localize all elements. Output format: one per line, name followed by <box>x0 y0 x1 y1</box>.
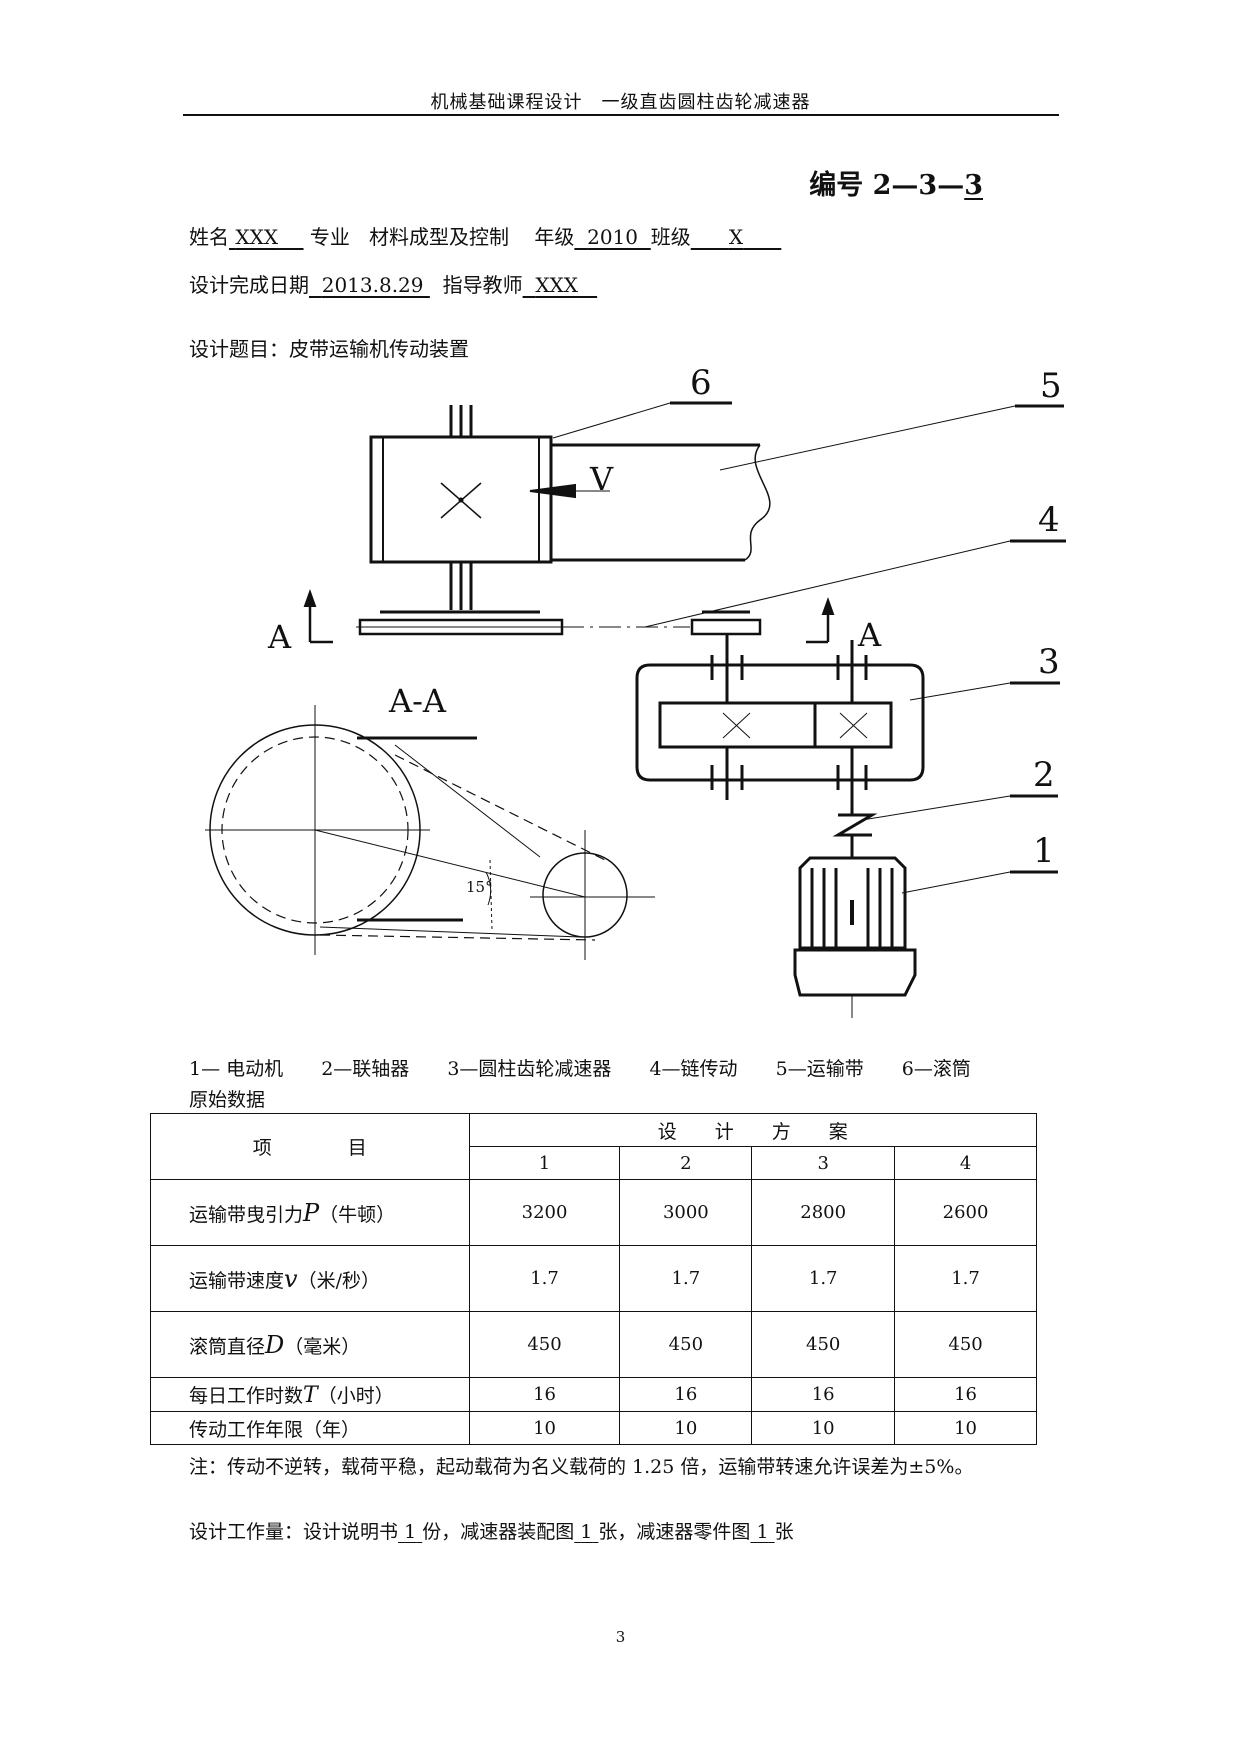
grade-value: 2010 <box>587 225 639 249</box>
topic-value: 皮带运输机传动装置 <box>289 337 469 361</box>
topic-line: 设计题目：皮带运输机传动装置 <box>189 333 469 362</box>
page-number: 3 <box>615 1628 626 1646</box>
name-value: XXX <box>235 225 279 249</box>
section-title: A-A <box>388 682 447 720</box>
velocity-label: V <box>589 460 614 498</box>
callout-5: 5 <box>1040 366 1062 406</box>
plan-header: 设 计 方 案 <box>468 1113 1038 1147</box>
callout-1: 1 <box>1033 831 1055 871</box>
legend-item: 6—滚筒 <box>901 1058 971 1080</box>
plan-number: 1 <box>468 1146 621 1180</box>
section-mark-right: A <box>857 616 882 654</box>
callout-2: 2 <box>1033 755 1055 795</box>
plan-number: 4 <box>894 1146 1037 1180</box>
header-title: 机械基础课程设计 一级直齿圆柱齿轮减速器 <box>430 92 811 113</box>
doc-number: 编号 2—3—3 <box>809 163 983 202</box>
legend-item: 1— 电动机 <box>189 1058 284 1080</box>
student-info-line: 姓名 XXX 专业 材料成型及控制 年级 2010 班级 X <box>189 221 781 250</box>
class-value: X <box>728 225 744 249</box>
teacher-value: XXX <box>535 273 579 297</box>
header-rule <box>183 114 1059 116</box>
plan-number: 3 <box>751 1146 896 1180</box>
legend-item: 4—链传动 <box>649 1058 738 1080</box>
plan-number: 2 <box>619 1146 753 1180</box>
legend-item: 5—运输带 <box>775 1058 864 1080</box>
teacher-label: 指导教师 <box>442 273 523 297</box>
design-note: 注：传动不逆转，载荷平稳，起动载荷为名义载荷的 1.25 倍，运输带转速允许误差… <box>189 1456 974 1478</box>
component-legend: 1— 电动机 2—联轴器 3—圆柱齿轮减速器 4—链传动 5—运输带 6—滚筒 <box>189 1054 1003 1081</box>
class-label: 班级 <box>650 225 691 249</box>
angle-label: 15° <box>466 878 493 896</box>
completion-line: 设计完成日期 2013.8.29 指导教师 XXX <box>189 269 597 298</box>
doc-number-prefix: 编号 2—3— <box>809 170 965 201</box>
date-value: 2013.8.29 <box>321 273 424 297</box>
drum-center-dot <box>458 497 464 503</box>
section-mark-left: A <box>267 618 292 656</box>
callout-4: 4 <box>1038 500 1060 540</box>
item-header: 项 目 <box>150 1113 470 1180</box>
workload-line: 设计工作量：设计说明书 1 份，减速器装配图 1 张，减速器零件图 1 张 <box>189 1521 794 1543</box>
legend-item: 2—联轴器 <box>321 1058 410 1080</box>
legend-item: 3—圆柱齿轮减速器 <box>447 1058 612 1080</box>
transmission-diagram: 6 5 4 3 2 1 V A A A-A 15° <box>205 363 1066 1018</box>
callout-3: 3 <box>1038 642 1060 682</box>
raw-data-title: 原始数据 <box>189 1089 266 1111</box>
name-label: 姓名 <box>189 225 229 249</box>
date-label: 设计完成日期 <box>189 273 309 297</box>
major-value: 材料成型及控制 <box>368 225 509 249</box>
callout-6: 6 <box>690 363 712 403</box>
grade-label: 年级 <box>534 225 575 249</box>
topic-label: 设计题目： <box>189 337 289 361</box>
doc-number-value: 3 <box>964 170 983 201</box>
major-label: 专业 <box>309 225 350 249</box>
